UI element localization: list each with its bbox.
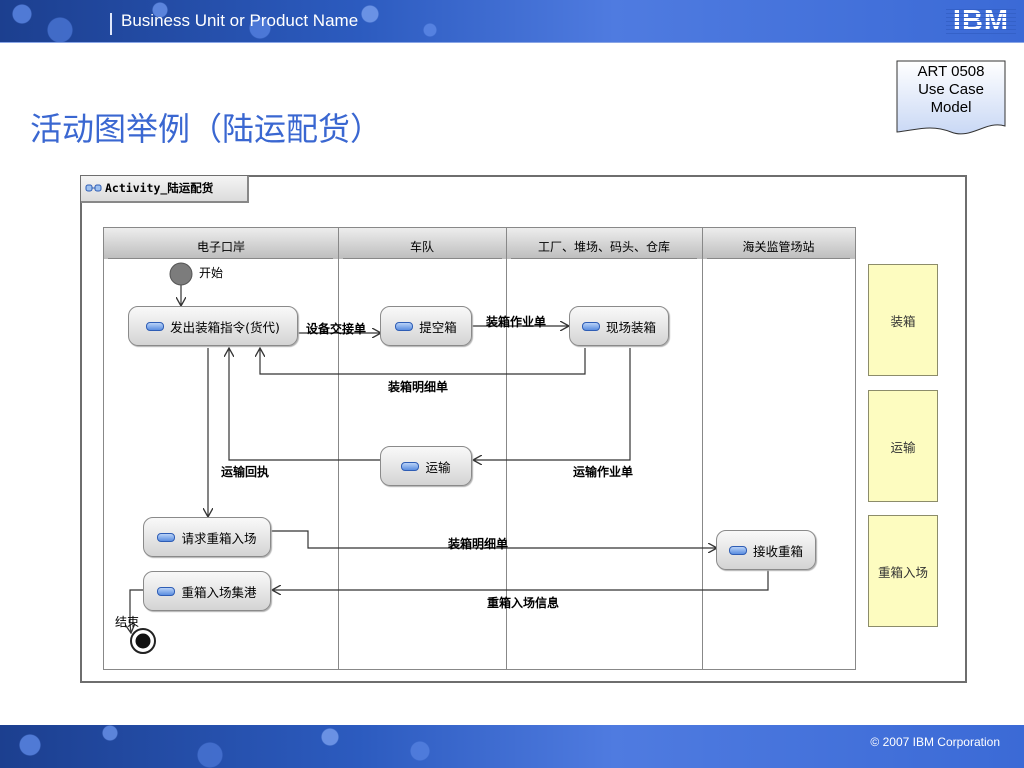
swimlane-header — [104, 228, 855, 259]
lane-title-customs-station: 海关监管场站 — [742, 240, 815, 254]
action-label: 提空箱 — [419, 319, 457, 335]
action-label: 请求重箱入场 — [181, 530, 257, 546]
side-note-transport: 运输 — [868, 390, 938, 502]
action-icon — [728, 545, 747, 555]
edge-label-equipment-handover: 设备交接单 — [306, 322, 367, 336]
edge-label-packing-list-2: 装箱明细单 — [448, 537, 509, 551]
lane-title-fleet: 车队 — [409, 240, 434, 254]
footer-decoration — [0, 725, 460, 768]
edge-label-entry-info: 重箱入场信息 — [487, 596, 560, 610]
action-transport[interactable]: 运输 — [380, 446, 472, 486]
lane-underline — [707, 258, 850, 259]
business-unit-name: Business Unit or Product Name — [121, 11, 359, 30]
end-label: 结束 — [115, 615, 140, 629]
copyright: © 2007 IBM Corporation — [870, 735, 1000, 749]
action-icon — [581, 321, 600, 331]
ibm-logo: IBM — [946, 6, 1016, 36]
action-pickup-empty-container[interactable]: 提空箱 — [380, 306, 472, 346]
lane-divider — [702, 227, 703, 670]
note-shape — [896, 60, 1006, 135]
lane-title-factory-yard: 工厂、堆场、码头、仓库 — [537, 240, 670, 254]
action-label: 重箱入场集港 — [181, 584, 257, 600]
action-label: 接收重箱 — [752, 543, 803, 559]
lane-underline — [511, 258, 697, 259]
edge-label-packing-list: 装箱明细单 — [388, 380, 449, 394]
page-title: 活动图举例（陆运配货） — [30, 110, 383, 148]
action-icon — [395, 321, 414, 331]
lane-underline — [108, 258, 333, 259]
lane-divider — [338, 227, 339, 670]
start-label: 开始 — [199, 266, 224, 280]
diagram-tab: Activity_陆运配货 — [81, 176, 249, 203]
note-line-2: Use Case — [918, 81, 984, 98]
note-line-3: Model — [930, 99, 972, 116]
action-icon — [157, 532, 176, 542]
action-receive-container[interactable]: 接收重箱 — [716, 530, 816, 570]
edge-label-transport-order: 运输作业单 — [573, 465, 634, 479]
lane-underline — [343, 258, 502, 259]
edge-label-packing-order: 装箱作业单 — [486, 315, 547, 329]
action-label: 现场装箱 — [605, 319, 656, 335]
diagram-tab-label: Activity_陆运配货 — [105, 181, 214, 195]
side-note-packing: 装箱 — [868, 264, 938, 376]
action-icon — [401, 461, 420, 471]
side-note-entry: 重箱入场 — [868, 515, 938, 627]
header-decoration — [0, 0, 460, 42]
action-onsite-packing[interactable]: 现场装箱 — [569, 306, 669, 346]
action-issue-packing-order[interactable]: 发出装箱指令(货代) — [128, 306, 298, 346]
note-line-1: ART 0508 — [917, 63, 985, 80]
model-note: ART 0508 Use Case Model — [896, 60, 1006, 135]
lane-title-e-port: 电子口岸 — [196, 240, 245, 254]
header-bar: Business Unit or Product Name IBM — [0, 0, 1024, 43]
action-icon — [146, 321, 165, 331]
edge-label-transport-receipt: 运输回执 — [221, 465, 270, 479]
action-label: 运输 — [425, 459, 451, 475]
action-icon — [157, 586, 176, 596]
header-separator — [110, 13, 112, 35]
action-port-collection[interactable]: 重箱入场集港 — [143, 571, 271, 611]
action-request-entry[interactable]: 请求重箱入场 — [143, 517, 271, 557]
activity-icon — [85, 184, 102, 192]
action-label: 发出装箱指令(货代) — [170, 319, 280, 335]
footer-bar: © 2007 IBM Corporation — [0, 725, 1024, 768]
